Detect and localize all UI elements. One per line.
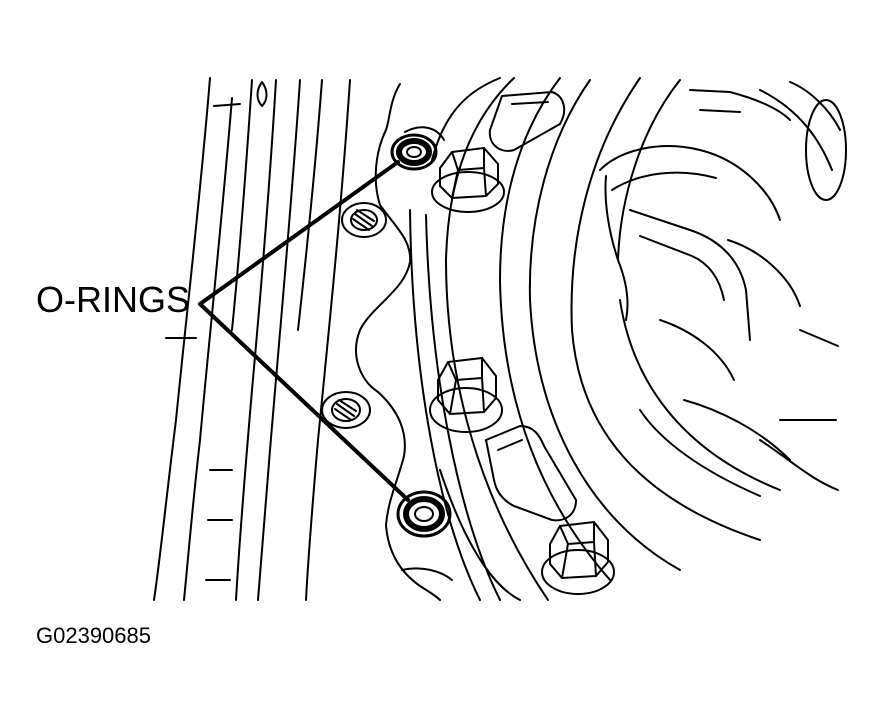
threaded-hole-lower: [321, 391, 371, 429]
o-rings-label: O-RINGS: [36, 279, 191, 320]
clutch-housing-right: [599, 81, 847, 497]
housing-slot-upper: [488, 91, 566, 152]
figure-id: G02390685: [36, 623, 151, 648]
callout-leader-lines: [198, 160, 410, 502]
flange-boss: [355, 83, 453, 601]
leader-line-lower: [198, 302, 410, 502]
hex-bolt-upper: [431, 147, 505, 213]
threaded-hole-upper: [341, 202, 387, 238]
hex-bolt-lower: [541, 521, 615, 595]
leader-line-upper: [198, 160, 400, 306]
housing-slot-lower: [485, 425, 577, 522]
o-ring-upper: [390, 133, 438, 171]
housing-arcs: [409, 77, 781, 601]
hex-bolt-middle: [429, 357, 503, 433]
o-ring-lower: [396, 490, 452, 538]
housing-left-casting: [153, 77, 351, 601]
